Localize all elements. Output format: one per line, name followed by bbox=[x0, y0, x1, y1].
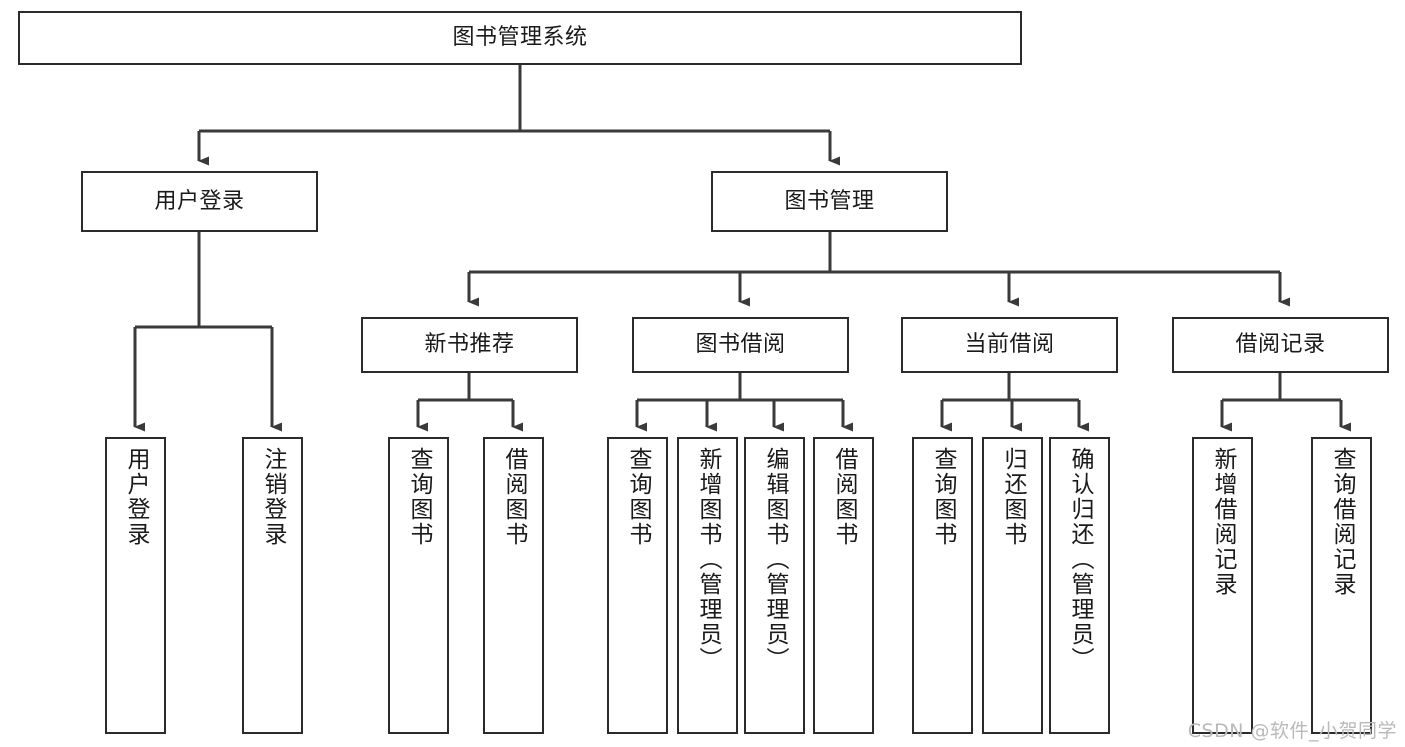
leaf-user-login-signout[interactable]: 注销登录 bbox=[242, 437, 303, 734]
node-label: 归还图书 bbox=[1000, 447, 1026, 547]
node-label: 借阅记录 bbox=[1235, 332, 1326, 358]
leaf-book-borrow-query[interactable]: 查询图书 bbox=[607, 437, 668, 734]
node-borrow-record[interactable]: 借阅记录 bbox=[1172, 317, 1389, 373]
node-label: 图书管理 bbox=[784, 188, 875, 214]
node-label: 新增借阅记录 bbox=[1210, 447, 1236, 597]
leaf-borrow-record-add[interactable]: 新增借阅记录 bbox=[1192, 437, 1253, 734]
node-root-system[interactable]: 图书管理系统 bbox=[18, 11, 1022, 65]
node-label: 编辑图书（管理员） bbox=[762, 447, 788, 672]
node-label: 图书管理系统 bbox=[452, 25, 588, 51]
node-label: 当前借阅 bbox=[964, 332, 1055, 358]
leaf-current-borrow-query[interactable]: 查询图书 bbox=[912, 437, 973, 734]
leaf-user-login-signin[interactable]: 用户登录 bbox=[105, 437, 166, 734]
leaf-book-borrow-add[interactable]: 新增图书（管理员） bbox=[677, 437, 738, 734]
node-label: 新增图书（管理员） bbox=[695, 447, 721, 672]
leaf-book-borrow-edit[interactable]: 编辑图书（管理员） bbox=[744, 437, 805, 734]
leaf-current-borrow-return[interactable]: 归还图书 bbox=[982, 437, 1043, 734]
node-book-management[interactable]: 图书管理 bbox=[711, 171, 948, 232]
leaf-book-borrow-lend[interactable]: 借阅图书 bbox=[813, 437, 874, 734]
node-label: 用户登录 bbox=[123, 447, 149, 547]
leaf-current-borrow-confirm-return[interactable]: 确认归还（管理员） bbox=[1049, 437, 1110, 734]
node-label: 查询图书 bbox=[930, 447, 956, 547]
node-user-login[interactable]: 用户登录 bbox=[81, 171, 318, 232]
node-book-borrow[interactable]: 图书借阅 bbox=[632, 317, 849, 373]
node-label: 图书借阅 bbox=[695, 332, 786, 358]
node-label: 查询图书 bbox=[406, 447, 432, 547]
node-label: 注销登录 bbox=[260, 447, 286, 547]
node-label: 查询借阅记录 bbox=[1329, 447, 1355, 597]
leaf-new-book-borrow[interactable]: 借阅图书 bbox=[483, 437, 544, 734]
leaf-new-book-query[interactable]: 查询图书 bbox=[388, 437, 449, 734]
node-label: 借阅图书 bbox=[501, 447, 527, 547]
node-new-book-recommend[interactable]: 新书推荐 bbox=[361, 317, 578, 373]
node-current-borrow[interactable]: 当前借阅 bbox=[901, 317, 1118, 373]
node-label: 借阅图书 bbox=[831, 447, 857, 547]
leaf-borrow-record-query[interactable]: 查询借阅记录 bbox=[1311, 437, 1372, 734]
node-label: 用户登录 bbox=[154, 188, 245, 214]
node-label: 查询图书 bbox=[625, 447, 651, 547]
node-label: 确认归还（管理员） bbox=[1067, 447, 1093, 672]
node-label: 新书推荐 bbox=[424, 332, 515, 358]
